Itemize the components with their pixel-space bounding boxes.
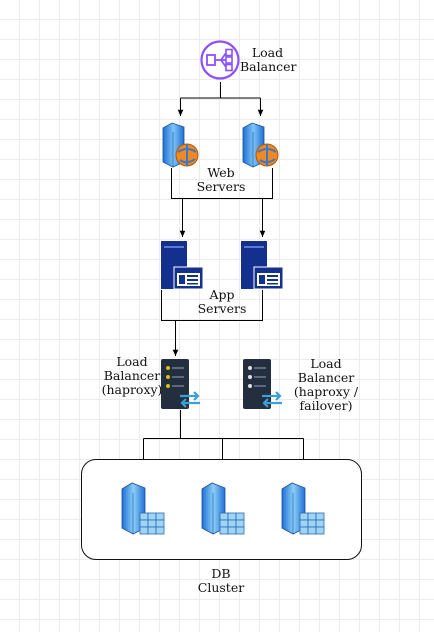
database-server-icon — [281, 482, 325, 535]
web-server-icon — [242, 122, 279, 168]
aws-elastic-load-balancer-icon — [200, 40, 240, 80]
web-server-icon — [162, 122, 199, 168]
haproxy-primary-label: Load Balancer (haproxy) — [101, 354, 163, 397]
haproxy-failover-label: Load Balancer (haproxy / failover) — [293, 356, 359, 413]
web-servers-label: Web Servers — [196, 165, 246, 194]
database-server-icon — [121, 482, 165, 535]
web-group-outline — [171, 168, 273, 199]
db-cluster-label: DB Cluster — [197, 566, 245, 595]
app-servers-label: App Servers — [197, 287, 247, 316]
server-rack-icon — [161, 359, 200, 409]
server-rack-icon — [243, 359, 282, 409]
edge-lb-to-web — [180, 82, 261, 115]
top-load-balancer-label: Load Balancer — [240, 45, 297, 74]
app-group-outline — [161, 290, 263, 321]
database-server-icon — [201, 482, 245, 535]
application-server-icon — [241, 241, 284, 290]
application-server-icon — [161, 241, 204, 290]
edge-haproxy-to-db — [143, 410, 304, 439]
